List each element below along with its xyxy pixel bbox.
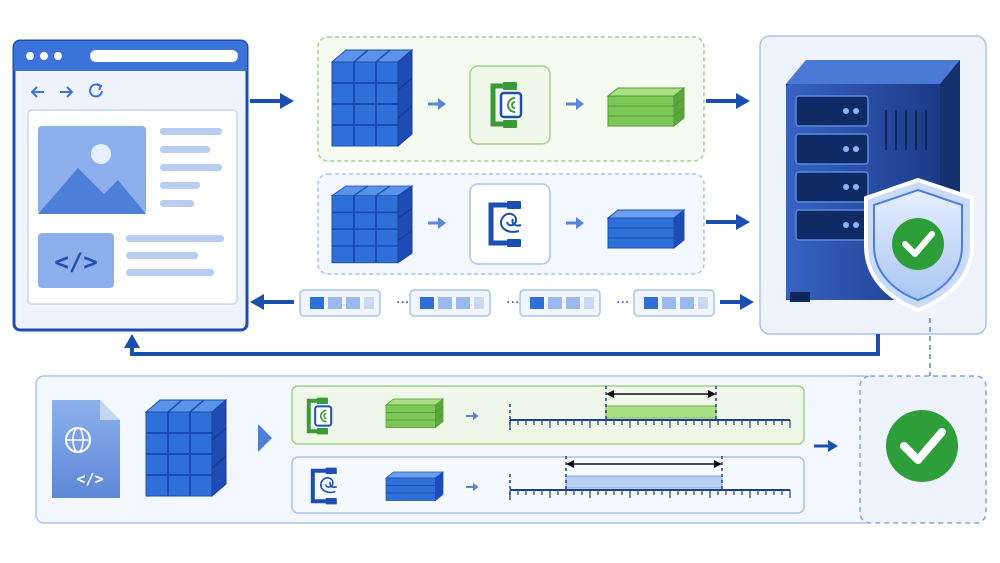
svg-text:···: ··· — [396, 295, 409, 311]
svg-text:···: ··· — [506, 295, 519, 311]
flow-arrow — [704, 212, 752, 232]
return-arrow — [124, 334, 880, 356]
check-mark-icon — [892, 218, 944, 270]
flow-arrow — [258, 424, 272, 452]
web-file-icon: </> — [52, 400, 120, 498]
flow-arrow — [704, 91, 752, 111]
security-shield-icon — [864, 177, 974, 313]
packet-stream: ··· ··· ··· — [250, 289, 754, 317]
verification-panel: </> — [35, 375, 873, 524]
window-dot-icon — [54, 52, 62, 60]
verified-panel — [859, 375, 987, 524]
window-dot-icon — [26, 52, 34, 60]
compression-pipeline-blue — [317, 173, 705, 275]
forward-arrow-icon[interactable] — [60, 86, 74, 98]
svg-text:···: ··· — [616, 295, 629, 311]
data-packet — [519, 289, 601, 317]
code-brackets-icon: </> — [38, 233, 114, 288]
address-bar[interactable] — [90, 50, 238, 62]
data-packet — [633, 289, 715, 317]
compression-pipeline-green — [317, 36, 705, 162]
timeline-row-blue — [291, 456, 805, 514]
globe-icon — [65, 427, 91, 453]
image-placeholder-icon — [38, 126, 146, 214]
window-dot-icon — [40, 52, 48, 60]
browser-window: </> — [12, 39, 249, 332]
check-mark-icon — [886, 410, 958, 482]
data-packet — [409, 289, 491, 317]
file-code-symbol: </> — [76, 470, 103, 488]
data-packet — [299, 289, 381, 317]
code-symbol: </> — [54, 248, 97, 276]
timeline-ruler-icon — [509, 386, 791, 430]
flow-arrow — [248, 91, 296, 111]
flow-arrow — [814, 440, 838, 452]
timeline-row-green — [291, 385, 805, 445]
back-arrow-icon[interactable] — [30, 86, 44, 98]
reload-icon[interactable] — [89, 83, 103, 98]
server-panel — [759, 35, 987, 335]
timeline-ruler-icon — [509, 456, 791, 500]
